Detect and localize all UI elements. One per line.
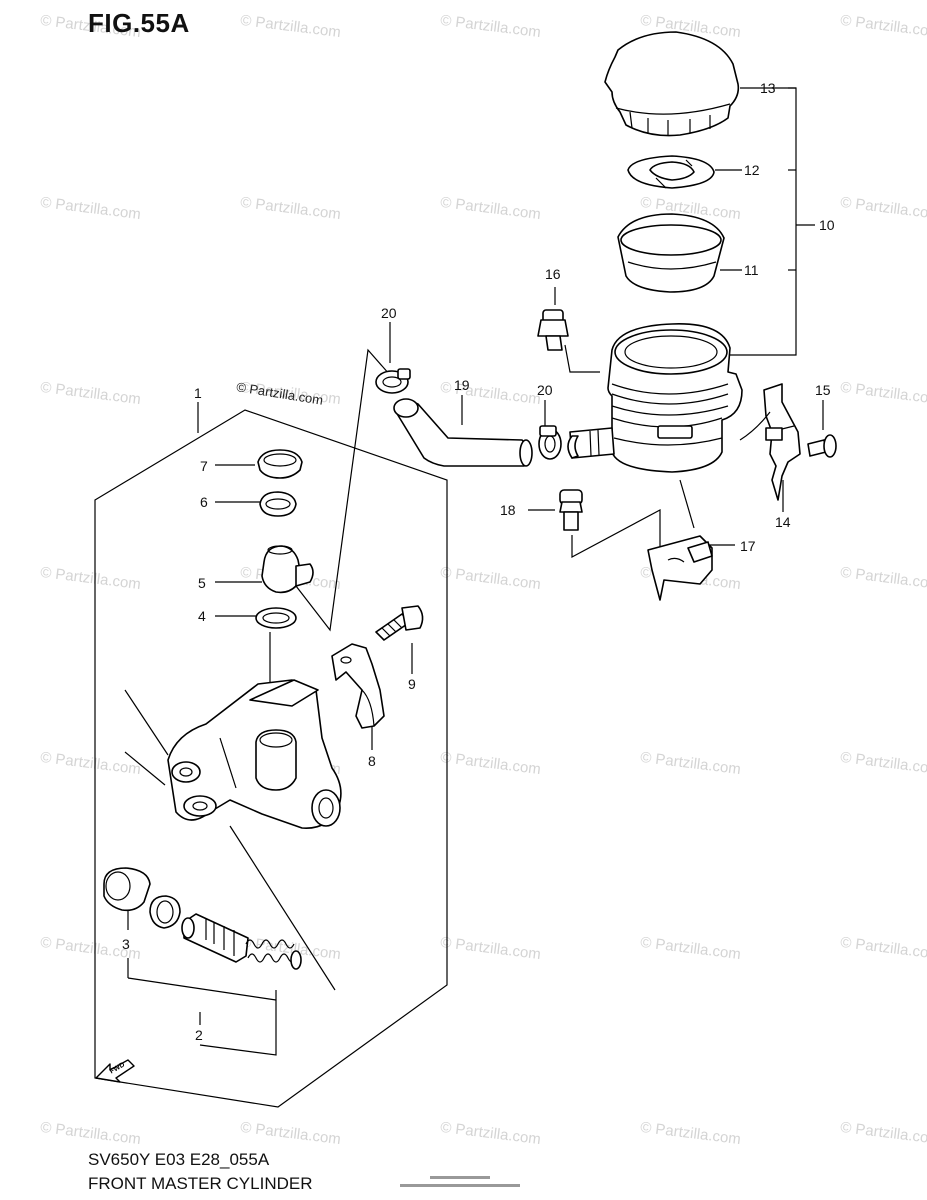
reservoir-diaphragm [617,213,725,293]
reservoir-tank [607,323,743,473]
illegible-fine-print [400,1176,520,1190]
callout-11: 11 [744,262,759,278]
reservoir-bracket [739,383,801,501]
piston-assembly [181,913,302,970]
reservoir-screw [537,309,569,351]
handlebar-holder [331,643,385,729]
reservoir-cap [604,31,740,137]
callout-19: 19 [454,377,470,393]
callout-10: 10 [819,217,835,233]
diaphragm-plate [627,155,715,189]
union-o-ring [255,607,297,629]
master-cylinder-boot [257,449,303,479]
callout-18: 18 [500,502,516,518]
hose-union-elbow [261,545,314,594]
callout-9: 9 [408,676,416,692]
figure-name: FRONT MASTER CYLINDER [88,1174,313,1193]
hose-clamp-lower [538,425,562,460]
callout-5: 5 [198,575,206,591]
callout-8: 8 [368,753,376,769]
callout-15: 15 [815,382,831,398]
plate-bolt [559,489,583,531]
callout-4: 4 [198,608,206,624]
piston-circlip [149,895,181,929]
holder-bolt [375,605,424,641]
figure-title: FIG.55A [88,8,190,38]
forward-arrow: FWD [95,1059,135,1083]
callout-20-upper: 20 [381,305,397,321]
master-cylinder-body [167,679,342,829]
callout-3: 3 [122,936,130,952]
callout-17: 17 [740,538,756,554]
callout-numbers: 1 2 3 4 5 6 7 8 9 10 11 12 13 14 15 16 1… [122,80,835,1043]
callout-16: 16 [545,266,561,282]
callout-1: 1 [194,385,202,401]
model-code: SV650Y E03 E28_055A [88,1150,270,1169]
callout-6: 6 [200,494,208,510]
callout-13: 13 [760,80,776,96]
callout-7: 7 [200,458,208,474]
hose-clamp-upper [375,368,411,394]
assembly-outline-box [94,409,448,1108]
reservoir-outlet-fitting [567,427,615,459]
reservoir-hose [393,398,533,467]
callout-14: 14 [775,514,791,530]
mounting-plate [647,535,713,601]
leader-lines [124,87,824,1056]
union-circlip [259,491,297,517]
piston-boot [103,867,151,912]
callout-12: 12 [744,162,760,178]
callout-20-lower: 20 [537,382,553,398]
callout-2: 2 [195,1027,203,1043]
bracket-screw [807,434,837,458]
